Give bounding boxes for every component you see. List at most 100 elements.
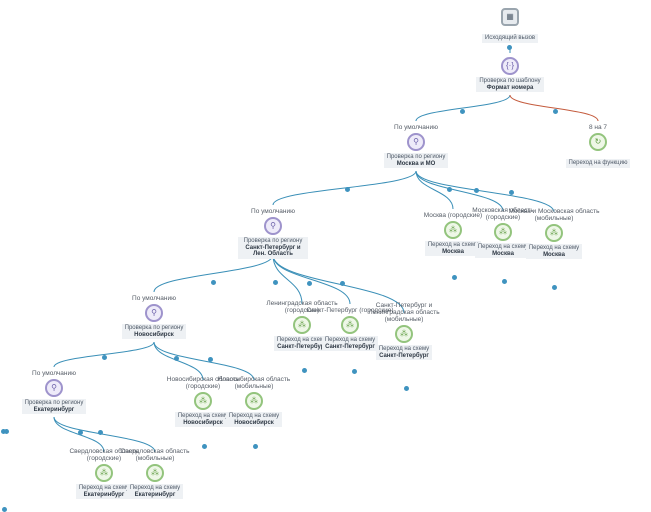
node-label-text: Проверка по региону: [243, 238, 303, 244]
node-condition-label: Новосибирская область (мобильные): [217, 376, 291, 390]
node-label-target: Санкт-Петербург и Лен. Область: [245, 244, 301, 258]
connector-dot[interactable]: [97, 429, 103, 435]
edge-ekb-ec: [53, 416, 105, 453]
edge-spb-sm: [272, 254, 405, 314]
node-nm[interactable]: Новосибирская область (мобильные) ⁂ Перехо…: [206, 376, 302, 429]
connector-dot[interactable]: [501, 278, 507, 284]
connector-dot[interactable]: [252, 443, 258, 449]
scheme-icon[interactable]: ⁂: [341, 316, 359, 334]
connector-dot[interactable]: [3, 428, 9, 434]
connector-dot[interactable]: [351, 368, 357, 374]
connector-dot[interactable]: [173, 355, 179, 361]
node-label-target: Формат номера: [486, 84, 534, 91]
node-label-target: Екатеринбург: [83, 491, 125, 498]
edge-nsk-nm: [153, 341, 255, 381]
node-label-text: Переход на схему: [378, 346, 430, 352]
edge-spb-lo: [272, 254, 303, 305]
connector-dot[interactable]: [272, 279, 278, 285]
connector-dot[interactable]: [451, 274, 457, 280]
node-ec[interactable]: Свердловская область (городские)⁂Переход…: [56, 448, 152, 501]
scheme-icon[interactable]: ⁂: [395, 325, 413, 343]
connector-dot[interactable]: [207, 356, 213, 362]
node-label-target: Санкт-Петербург: [379, 352, 429, 359]
node-label-target: Москва: [492, 250, 514, 257]
scheme-icon[interactable]: ⁂: [494, 223, 512, 241]
connector-dot[interactable]: [301, 367, 307, 373]
connector-dot[interactable]: [551, 284, 557, 290]
scheme-icon[interactable]: ⁂: [545, 224, 563, 242]
connector-dot[interactable]: [508, 189, 514, 195]
connector-dot[interactable]: [306, 280, 312, 286]
node-mo[interactable]: Московская область (городские)⁂Переход н…: [455, 207, 551, 260]
node-condition-label: Свердловская область (городские): [69, 448, 139, 462]
node-func[interactable]: 8 на 7↻Переход на функцию: [550, 124, 646, 169]
scheme-icon[interactable]: ⁂: [146, 464, 164, 482]
connector-dot[interactable]: [201, 443, 207, 449]
connector-dot[interactable]: [403, 385, 409, 391]
location-pin-icon[interactable]: ⚲: [145, 304, 163, 322]
connector-dot[interactable]: [101, 354, 107, 360]
connector-dot[interactable]: [446, 186, 452, 192]
node-em[interactable]: Свердловская область (мобильные)⁂Переход…: [107, 448, 203, 501]
node-label-text: Переход на схему: [276, 337, 328, 343]
connector-dot[interactable]: [506, 44, 512, 50]
node-label-text: Проверка по региону: [124, 325, 184, 331]
node-label-target: Новосибирск: [183, 419, 223, 426]
connector-dot[interactable]: [0, 428, 6, 434]
node-mm[interactable]: Москва и Московская область (мобильные)⁂…: [506, 208, 602, 261]
location-pin-icon[interactable]: ⚲: [264, 217, 282, 235]
redirect-icon[interactable]: ↻: [589, 133, 607, 151]
edge-ekb-em: [53, 416, 156, 453]
node-condition-label: По умолчанию: [32, 370, 76, 377]
connector-dot[interactable]: [77, 429, 83, 435]
node-label-text: Проверка по региону: [386, 154, 446, 160]
scheme-icon[interactable]: ⁂: [444, 221, 462, 239]
node-condition-label: Свердловская область (мобильные): [120, 448, 190, 462]
location-pin-icon[interactable]: ⚲: [407, 133, 425, 151]
scheme-icon[interactable]: ⁂: [293, 316, 311, 334]
scheme-icon[interactable]: ⁂: [194, 392, 212, 410]
node-condition-label: По умолчанию: [132, 295, 176, 302]
template-icon[interactable]: {·}: [501, 57, 519, 75]
node-label-target: Москва и МО: [396, 160, 436, 167]
edge-msk-mm: [415, 170, 555, 213]
node-nc[interactable]: Новосибирская область (городские)⁂Перехо…: [155, 376, 251, 429]
node-label-target: Москва: [543, 251, 565, 258]
node-condition-label: 8 на 7: [588, 124, 608, 131]
edge-nsk-nc: [153, 341, 204, 381]
node-condition-label: Ленинградская область (городские): [266, 300, 338, 314]
connector-dot[interactable]: [459, 108, 465, 114]
connector-dot[interactable]: [1, 506, 7, 512]
connector-dot[interactable]: [210, 279, 216, 285]
node-condition-label: Санкт-Петербург (городские): [306, 307, 394, 314]
connector-dot[interactable]: [339, 280, 345, 286]
connector-dot[interactable]: [473, 187, 479, 193]
node-sm[interactable]: Санкт-Петербург и Ленинградская область …: [356, 302, 452, 362]
edge-msk-mc: [415, 170, 454, 210]
node-label-text: Переход на схему: [228, 413, 280, 419]
node-sc[interactable]: Санкт-Петербург (городские)⁂Переход на с…: [302, 307, 398, 353]
scheme-icon[interactable]: ⁂: [245, 392, 263, 410]
node-label-text: Переход на схему: [477, 244, 529, 250]
node-label-text: Переход на схему: [427, 242, 479, 248]
grid-icon[interactable]: ▦: [501, 8, 519, 26]
location-pin-icon[interactable]: ⚲: [45, 379, 63, 397]
node-root[interactable]: ▦Исходящий вызов: [462, 8, 558, 44]
connector-dot[interactable]: [552, 108, 558, 114]
scheme-icon[interactable]: ⁂: [95, 464, 113, 482]
node-lo[interactable]: Ленинградская область (городские) ⁂ Перехо…: [254, 300, 350, 353]
connector-dot[interactable]: [344, 186, 350, 192]
